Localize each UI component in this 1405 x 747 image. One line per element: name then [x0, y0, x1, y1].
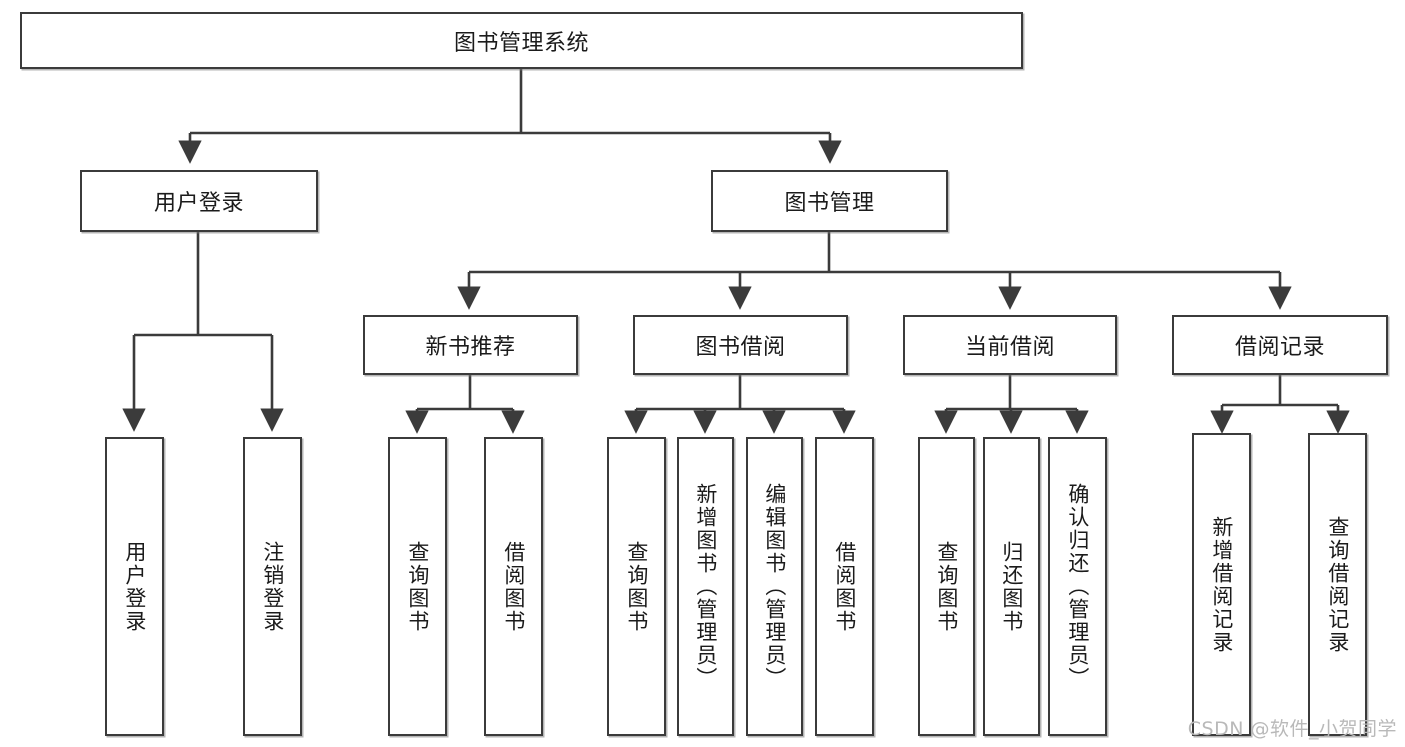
node-leaf-query-book-2-label: 查询图书 — [624, 540, 649, 633]
node-leaf-return-book[interactable]: 归还图书 — [983, 437, 1040, 736]
node-borrow-record[interactable]: 借阅记录 — [1172, 315, 1388, 375]
node-current-borrow-label: 当前借阅 — [964, 335, 1055, 360]
node-root-label: 图书管理系统 — [453, 30, 589, 56]
node-leaf-add-record[interactable]: 新增借阅记录 — [1192, 433, 1251, 736]
node-leaf-borrow-book-1-label: 借阅图书 — [501, 540, 526, 633]
node-current-borrow[interactable]: 当前借阅 — [903, 315, 1117, 375]
node-leaf-borrow-book-2-label: 借阅图书 — [832, 540, 857, 633]
node-leaf-add-book[interactable]: 新增图书（管理员） — [677, 437, 734, 736]
node-leaf-query-record-label: 查询借阅记录 — [1325, 515, 1350, 654]
node-leaf-query-book-1-label: 查询图书 — [405, 540, 430, 633]
node-leaf-user-login-label: 用户登录 — [122, 540, 147, 633]
node-leaf-user-login[interactable]: 用户登录 — [105, 437, 164, 736]
csdn-watermark: CSDN @软件_小贺同学 — [1187, 718, 1397, 740]
node-leaf-add-book-label: 新增图书（管理员） — [693, 483, 718, 690]
node-leaf-borrow-book-2[interactable]: 借阅图书 — [815, 437, 874, 736]
node-leaf-query-record[interactable]: 查询借阅记录 — [1308, 433, 1367, 736]
node-leaf-borrow-book-1[interactable]: 借阅图书 — [484, 437, 543, 736]
node-leaf-confirm-return[interactable]: 确认归还（管理员） — [1048, 437, 1107, 736]
node-leaf-logout[interactable]: 注销登录 — [243, 437, 302, 736]
node-leaf-confirm-return-label: 确认归还（管理员） — [1065, 483, 1090, 690]
node-leaf-edit-book-label: 编辑图书（管理员） — [762, 483, 787, 690]
node-book-borrow[interactable]: 图书借阅 — [633, 315, 848, 375]
node-new-book-rec-label: 新书推荐 — [425, 335, 516, 360]
node-book-manage-label: 图书管理 — [784, 191, 875, 216]
node-leaf-add-record-label: 新增借阅记录 — [1209, 515, 1234, 654]
node-leaf-return-book-label: 归还图书 — [999, 540, 1024, 633]
node-book-manage[interactable]: 图书管理 — [711, 170, 948, 232]
node-leaf-query-book-2[interactable]: 查询图书 — [607, 437, 666, 736]
node-new-book-rec[interactable]: 新书推荐 — [363, 315, 578, 375]
node-leaf-query-book-1[interactable]: 查询图书 — [388, 437, 447, 736]
node-leaf-logout-label: 注销登录 — [260, 540, 285, 633]
node-user-login[interactable]: 用户登录 — [80, 170, 318, 232]
node-root[interactable]: 图书管理系统 — [20, 12, 1023, 69]
node-borrow-record-label: 借阅记录 — [1234, 335, 1325, 360]
node-book-borrow-label: 图书借阅 — [695, 335, 786, 360]
node-leaf-edit-book[interactable]: 编辑图书（管理员） — [746, 437, 803, 736]
node-leaf-query-book-3[interactable]: 查询图书 — [918, 437, 975, 736]
node-leaf-query-book-3-label: 查询图书 — [934, 540, 959, 633]
node-user-login-label: 用户登录 — [153, 191, 244, 216]
